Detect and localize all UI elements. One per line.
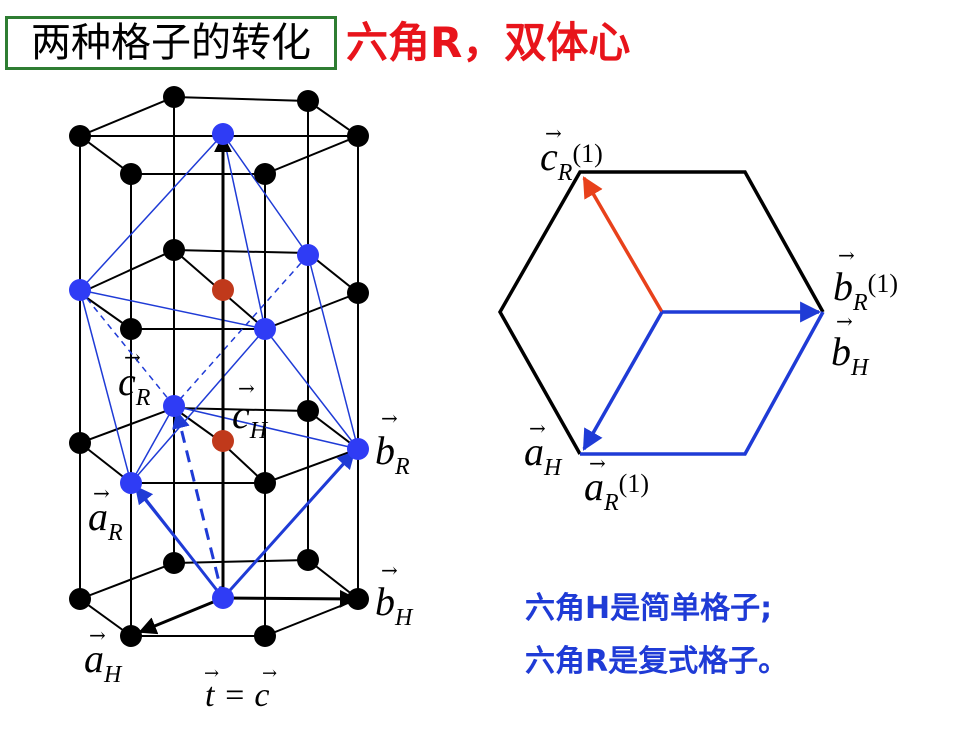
hexagon-blue-edges <box>580 311 825 456</box>
label-aR: aR <box>88 494 123 546</box>
hex-label-aR-arrowhead: → <box>589 451 606 475</box>
hex-label-cR: cR(1) <box>540 134 603 186</box>
hexagon-black-edges <box>497 170 825 455</box>
label-aH: aH <box>84 636 123 688</box>
title-boxed: 两种格子的转化 <box>5 16 337 70</box>
hex-label-bR: bR(1) <box>833 264 898 316</box>
hex-label-aR: aR(1) <box>584 464 649 516</box>
note-line-2: 六角R是复式格子。 <box>525 644 789 679</box>
hex-label-bH: bH <box>831 329 870 381</box>
label-bR-arrowhead: → <box>381 406 398 430</box>
hexagon-diagram <box>497 170 825 456</box>
label-t-arrowhead: → <box>204 663 219 684</box>
hex-vector-aH <box>582 311 664 451</box>
title-red: 六角R，双体心 <box>346 18 631 67</box>
label-bR: bR <box>375 428 410 480</box>
hex-vector-cR <box>582 176 664 313</box>
label-bH: bH <box>375 579 414 631</box>
note-line-1: 六角H是简单格子; <box>525 591 773 626</box>
label-bH-arrowhead: → <box>381 558 398 582</box>
vector-bR-arrow <box>221 450 356 600</box>
label-cR-arrowhead: → <box>124 345 141 369</box>
hex-label-aH: aH <box>524 429 563 481</box>
label-t-eq: t = c <box>205 677 269 714</box>
label-cH: cH <box>232 392 269 444</box>
vector-cR-arrow <box>172 410 225 599</box>
label-c-arrowhead: → <box>262 663 277 684</box>
black-atoms <box>69 86 369 647</box>
label-cR: cR <box>118 359 151 411</box>
red-atoms <box>212 279 234 452</box>
hex-label-bR-arrowhead: → <box>838 243 855 267</box>
hex-label-cR-arrowhead: → <box>545 121 562 145</box>
hex-label-bH-arrowhead: → <box>836 309 853 333</box>
vector-bH-arrow <box>222 589 358 608</box>
vector-aR-arrow <box>134 485 225 599</box>
label-aH-arrowhead: → <box>89 623 106 647</box>
hex-label-aH-arrowhead: → <box>529 416 546 440</box>
label-aR-arrowhead: → <box>93 481 110 505</box>
label-cH-arrowhead: → <box>238 376 255 400</box>
vector-aH-arrow <box>138 596 224 635</box>
blue-atoms <box>69 123 369 609</box>
